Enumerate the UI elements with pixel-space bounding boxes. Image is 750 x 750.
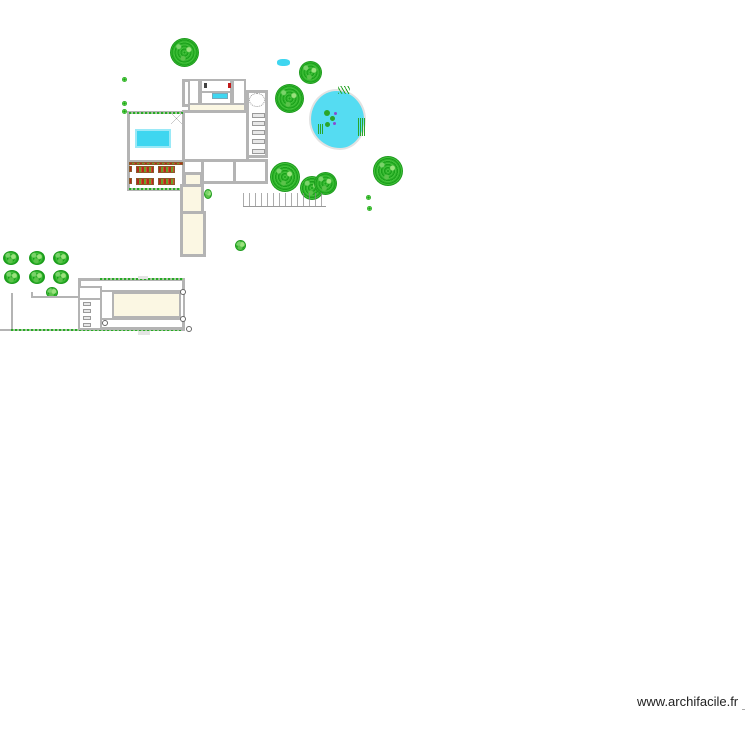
watermark[interactable]: www.archifacile.fr xyxy=(637,694,739,709)
hedge xyxy=(129,188,183,190)
shrub xyxy=(122,77,127,82)
stall xyxy=(83,302,91,306)
door-pivot xyxy=(102,320,108,326)
shrub xyxy=(367,206,372,211)
pool-deck-triangle xyxy=(171,113,182,124)
shrub xyxy=(366,195,371,200)
tree xyxy=(4,270,20,284)
tree xyxy=(275,84,304,113)
hedge xyxy=(129,112,183,114)
tree xyxy=(53,251,69,265)
water-plant xyxy=(325,122,330,127)
bed xyxy=(252,121,265,126)
tree xyxy=(53,270,69,284)
hedge xyxy=(11,329,181,331)
tree xyxy=(314,172,337,195)
outbuilding-main-room xyxy=(112,292,181,318)
tree xyxy=(270,162,300,192)
pond xyxy=(311,91,364,148)
tree xyxy=(29,270,45,284)
garden-wall xyxy=(31,292,33,298)
small-water-feature xyxy=(277,59,290,66)
planter-bed xyxy=(129,162,183,165)
bed xyxy=(252,130,265,135)
bathtub xyxy=(212,93,228,99)
door-pivot xyxy=(186,326,192,332)
tree xyxy=(235,240,246,251)
door-pivot xyxy=(180,289,186,295)
shrub xyxy=(122,109,127,114)
garden-wall xyxy=(11,293,13,330)
water-flower xyxy=(333,122,336,125)
planter-bed xyxy=(158,178,175,185)
room-bottom-2 xyxy=(233,159,268,184)
planter-bed xyxy=(129,166,132,172)
tree xyxy=(204,189,212,199)
gate xyxy=(138,331,150,335)
stall xyxy=(83,316,91,320)
room-south xyxy=(180,211,206,257)
tree xyxy=(299,61,322,84)
room-hall-south xyxy=(180,184,204,214)
red-appliance xyxy=(228,83,231,88)
planter-bed xyxy=(136,178,154,185)
gate xyxy=(138,276,148,279)
water-flower xyxy=(334,112,337,115)
garden-wall xyxy=(31,296,79,298)
stair-round xyxy=(249,93,265,107)
reeds xyxy=(358,118,365,136)
swimming-pool xyxy=(135,129,171,148)
tree xyxy=(29,251,45,265)
fence-rail xyxy=(243,206,326,207)
bed xyxy=(252,149,265,154)
tree xyxy=(46,287,58,298)
bed xyxy=(252,139,265,144)
shrub xyxy=(122,101,127,106)
tree xyxy=(170,38,199,67)
planter-bed xyxy=(158,166,175,173)
appliance xyxy=(204,83,207,88)
scale-mark xyxy=(742,709,745,710)
door-pivot xyxy=(180,316,186,322)
stall xyxy=(83,309,91,313)
stall xyxy=(83,323,91,327)
tree xyxy=(3,251,19,265)
water-plant xyxy=(330,116,335,121)
planter-bed xyxy=(136,166,154,173)
picket-fence xyxy=(243,193,326,207)
hedge xyxy=(100,278,184,280)
reeds xyxy=(318,124,324,134)
reeds-top xyxy=(338,86,350,94)
water-plant xyxy=(324,110,330,116)
room-courtyard xyxy=(182,110,249,162)
bed xyxy=(252,113,265,118)
room-bottom-1 xyxy=(201,159,236,184)
planter-bed xyxy=(129,178,132,184)
tree xyxy=(373,156,403,186)
